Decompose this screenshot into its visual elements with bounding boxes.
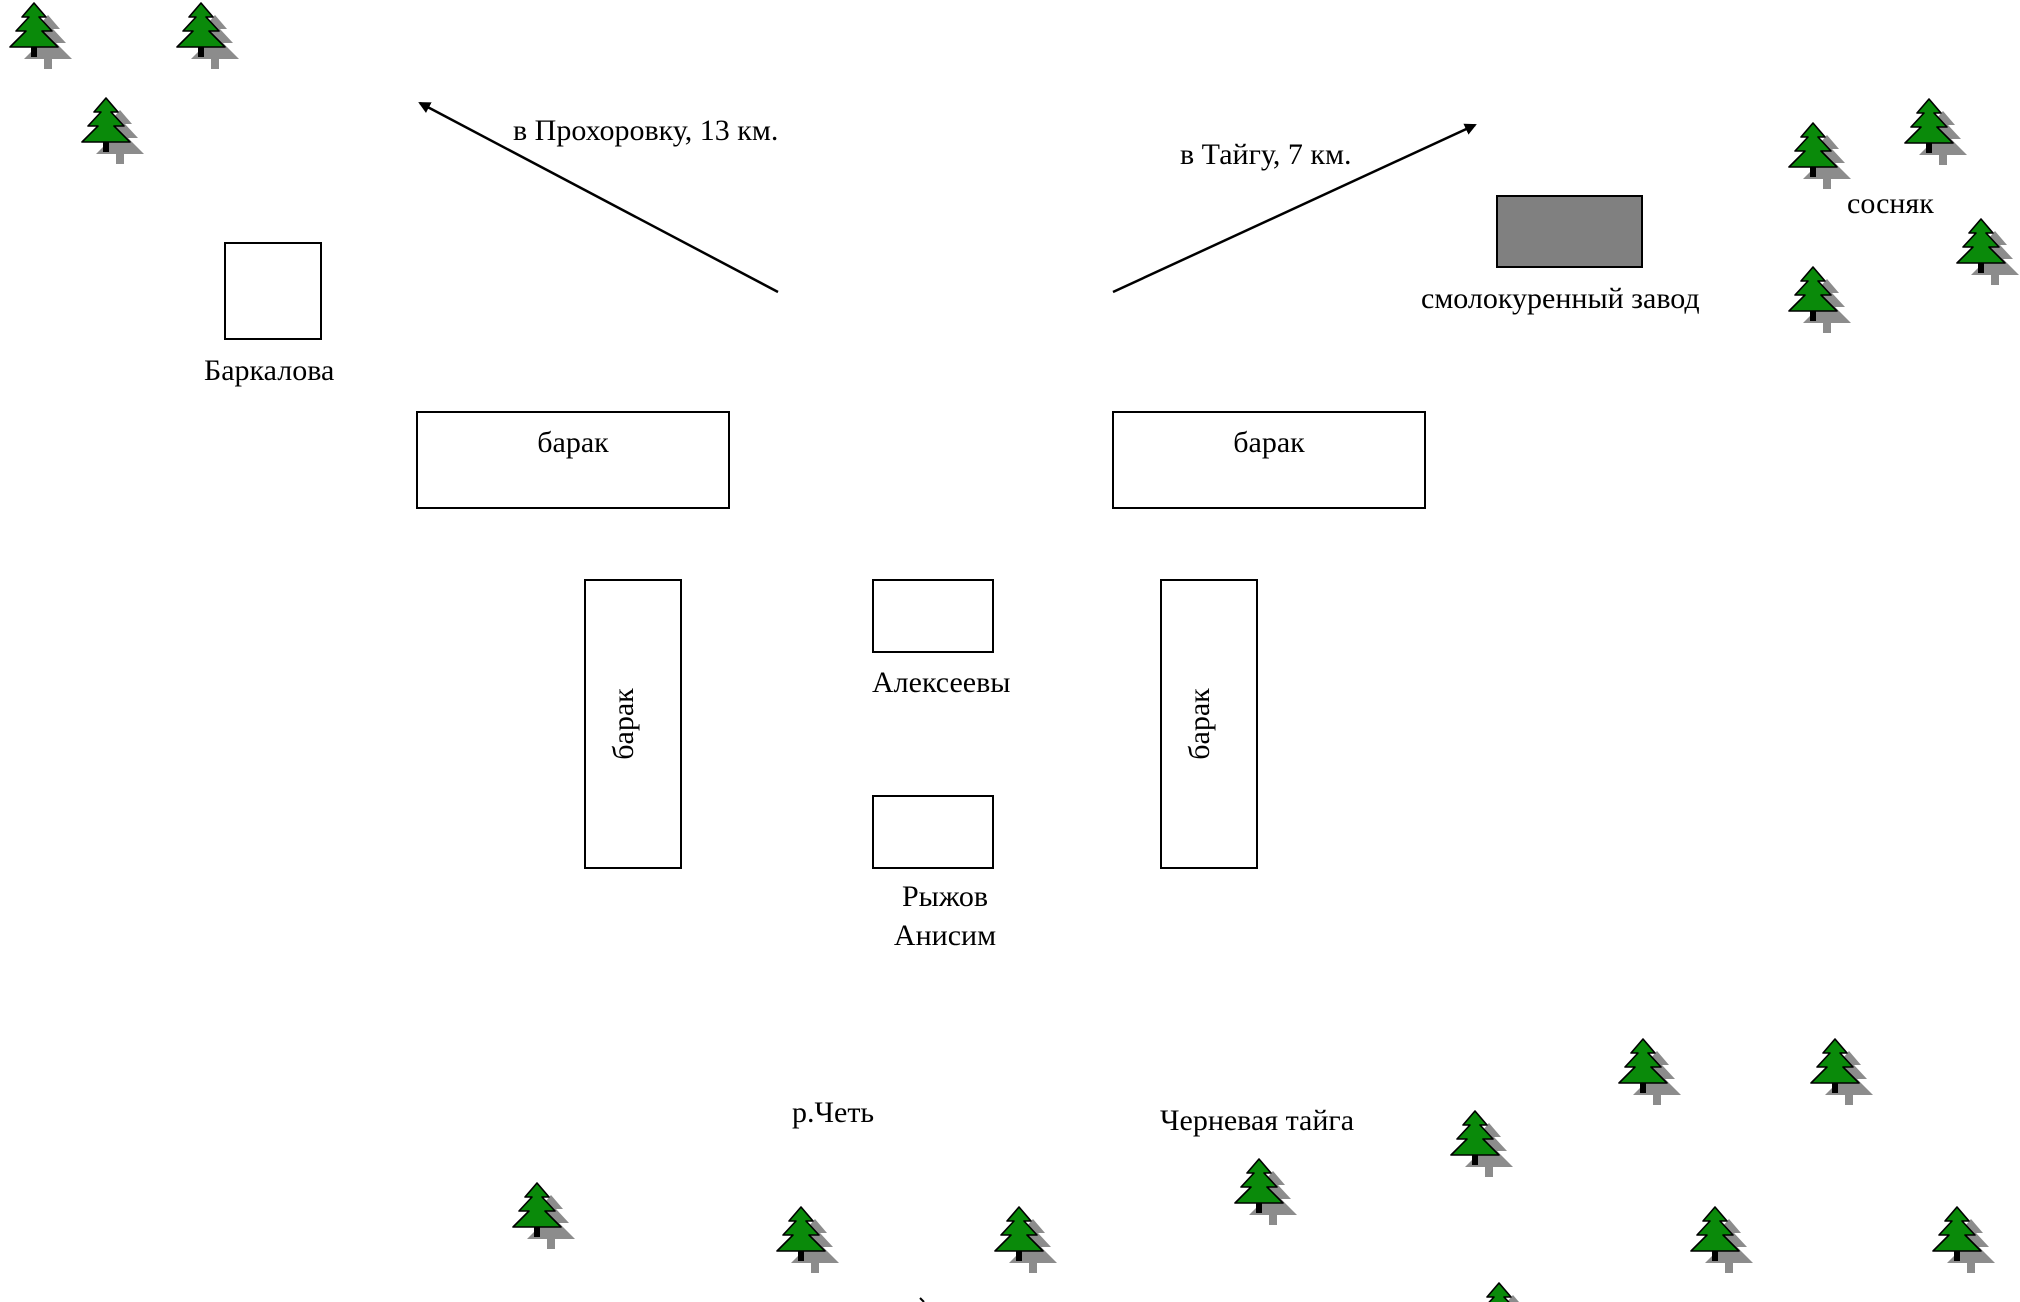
house-alekseevy [872,579,994,653]
barrack-top-right [1112,411,1426,509]
barrack-top-left [416,411,730,509]
fir-tree-icon [1788,122,1852,190]
fir-tree-icon [9,2,73,70]
road-to-taiga [1112,123,1477,294]
fir-tree-icon [81,97,145,165]
fir-tree-icon [176,2,240,70]
label-alekseevy: Алексеевы [872,666,1010,699]
fir-tree-icon [994,1206,1058,1274]
road-to-prokhorovka [418,101,779,294]
fir-tree-icon [1788,266,1852,334]
house-barkalova [224,242,322,340]
label-factory: смолокуренный завод [1421,282,1700,315]
house-ryzhov [872,795,994,869]
barrack-left [584,579,682,869]
fir-tree-icon [1932,1206,1996,1274]
barrack-right-label: барак [1183,688,1216,760]
fir-tree-icon [776,1206,840,1274]
fir-tree-icon [1956,218,2020,286]
forest [9,2,2020,1302]
fir-tree-icon [1810,1038,1874,1106]
fir-tree-icon [1450,1110,1514,1178]
road-label-prokhorovka: в Прохоровку, 13 км. [513,114,778,147]
fir-tree-icon [1618,1038,1682,1106]
fir-tree-icon [1690,1206,1754,1274]
barrack-left-label: барак [607,688,640,760]
edge-mark [919,1297,925,1302]
road-label-taiga: в Тайгу, 7 км. [1180,138,1351,171]
tar-factory [1496,195,1643,268]
barrack-top-right-label: барак [1233,426,1305,459]
barrack-top-left-label: барак [537,426,609,459]
label-ryzhov-firstname: Анисим [894,919,996,952]
fir-tree-icon [1234,1158,1298,1226]
label-black-taiga: Черневая тайга [1160,1104,1354,1137]
label-river: р.Четь [792,1096,874,1129]
label-barkalova: Баркалова [204,354,334,387]
barrack-right [1160,579,1258,869]
label-ryzhov-name: Рыжов [902,880,988,913]
fir-tree-icon [512,1182,576,1250]
fir-tree-icon [1904,98,1968,166]
label-pine-forest: сосняк [1847,187,1934,220]
fir-tree-icon [1474,1282,1538,1302]
